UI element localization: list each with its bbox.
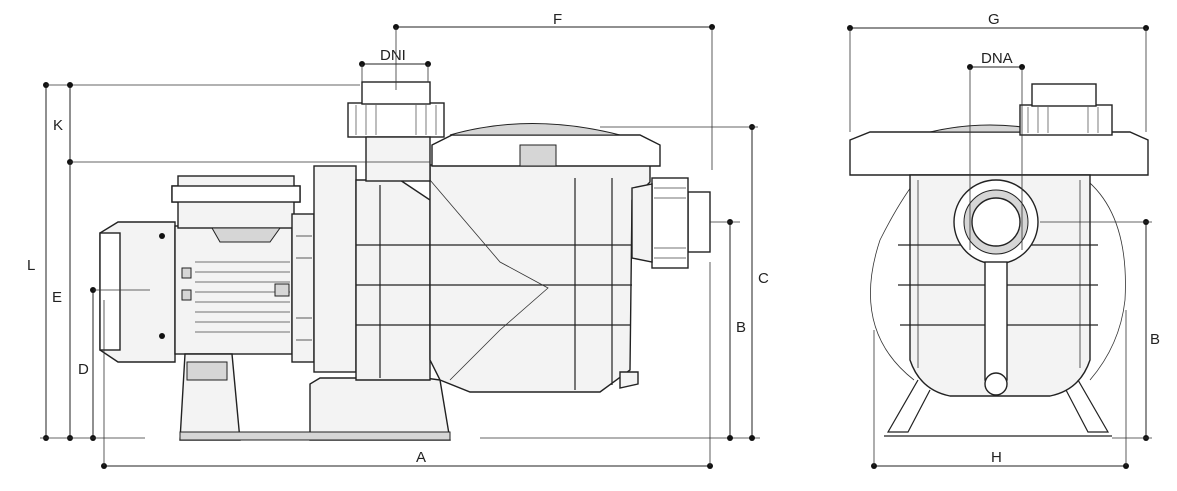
label-b-side: B [736,319,746,336]
label-d: D [78,361,89,378]
motor-fin-rib-c [274,283,290,297]
label-b-front: B [1150,331,1160,348]
front-leg-right [1065,379,1110,433]
inlet-neck [365,136,431,182]
label-k: K [53,117,63,134]
motor-end-cap-rim [99,232,121,351]
outlet-pipe [687,191,711,253]
front-inlet-nut-ribs [1027,107,1099,133]
outlet-nut-ribs [654,187,686,259]
motor-bolt-bottom [159,333,165,339]
label-e: E [52,289,62,306]
label-dna: DNA [981,50,1013,67]
drain-cap [984,372,1008,396]
outlet-nut [651,177,689,269]
motor-housing [174,225,293,355]
strainer-lid-dome [449,123,621,136]
side-view [99,81,711,441]
pump-base [309,377,451,441]
label-a: A [416,449,426,466]
basket-ribs-vertical [379,178,613,390]
front-lid [849,131,1149,176]
label-dni: DNI [380,47,406,64]
motor-bolt-top [159,233,165,239]
motor-cooling-fins [195,261,290,333]
motor-fin-rib-a [181,267,192,279]
base-foot-plate [179,431,451,441]
outlet-neck [631,183,653,263]
label-l: L [27,257,35,274]
flange-bolts [296,235,312,341]
terminal-box-top [171,185,301,203]
strainer-housing [429,164,651,393]
front-view [849,83,1149,437]
seal-plate [313,165,357,373]
terminal-box-notch [211,227,281,243]
inlet-nut-ribs [355,105,437,135]
label-f: F [553,11,562,28]
outlet-port-inner [971,197,1021,247]
motor-foot-pad [186,361,228,381]
pump-volute [355,179,431,381]
label-h: H [991,449,1002,466]
front-leg-left [886,379,931,433]
label-c: C [758,270,769,287]
front-dimension-lines [847,25,1152,469]
basket-diagonal [429,179,549,381]
front-inlet-nut [1019,104,1113,136]
dimension-lines [40,24,760,469]
label-g: G [988,11,1000,28]
front-inlet-pipe [1031,83,1097,107]
drain-plug [619,371,639,389]
drain-column [984,261,1008,381]
dimension-labels: A F DNI L K E D C B G DNA H B [27,11,1160,466]
front-ribs-vertical [917,180,1081,368]
lid-handle [519,144,557,167]
basket-ribs-horizontal [356,244,632,326]
motor-fin-rib-b [181,289,192,301]
inlet-nut [347,102,445,138]
